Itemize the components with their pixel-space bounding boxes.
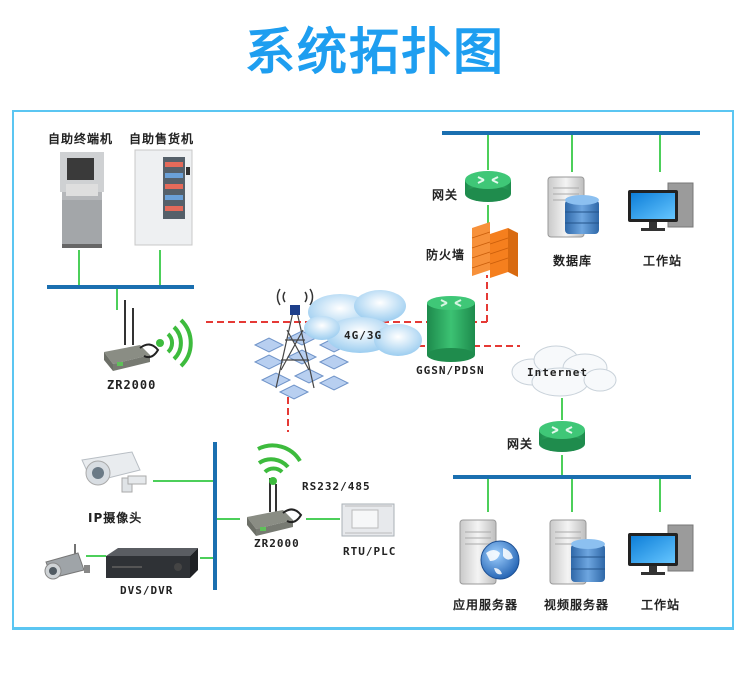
rtu-plc-icon [341, 503, 395, 537]
label-workstation-top: 工作站 [643, 254, 683, 268]
label-workstation-bottom: 工作站 [641, 598, 681, 612]
label-router-top: ZR2000 [107, 378, 157, 392]
gateway-router-bottom-icon [539, 421, 585, 452]
label-ggsn: GGSN/PDSN [416, 364, 485, 377]
label-database: 数据库 [553, 254, 593, 268]
video-server-icon [549, 519, 605, 585]
label-app-server: 应用服务器 [453, 598, 519, 612]
label-self-service-terminal: 自助终端机 [48, 132, 114, 146]
label-ip-camera: IP摄像头 [88, 511, 143, 525]
diagram-frame [12, 110, 734, 630]
analog-camera-icon [44, 544, 90, 580]
ggsn-router-icon [427, 296, 475, 362]
workstation-bottom-icon [628, 524, 694, 575]
page-title: 系统拓扑图 [245, 23, 505, 81]
label-router-bottom: ZR2000 [254, 537, 300, 550]
label-internet: Internet [527, 366, 588, 379]
label-gateway-top: 网关 [432, 188, 459, 202]
ip-camera-icon [81, 451, 147, 493]
network-bus-bottom-right [453, 475, 691, 479]
self-service-terminal-icon [60, 152, 104, 248]
dvr-device-icon [106, 548, 198, 578]
label-mobile-network: 4G/3G [344, 329, 383, 342]
label-video-server: 视频服务器 [544, 598, 610, 612]
label-serial-link: RS232/485 [302, 480, 371, 493]
label-vending-machine: 自助售货机 [129, 132, 195, 146]
gateway-router-top-icon [465, 171, 511, 202]
wireless-signal-bottom-icon [257, 443, 302, 485]
wired-links [78, 135, 661, 559]
internet-cloud-icon [511, 345, 617, 397]
application-server-icon [459, 519, 520, 585]
label-firewall: 防火墙 [426, 248, 466, 262]
wireless-signal-icon [156, 318, 193, 368]
network-bus-vertical-left [213, 442, 217, 590]
label-gateway-bottom: 网关 [507, 437, 534, 451]
router-zr2000-icon [104, 300, 160, 371]
mobile-network-cloud-icon [304, 290, 422, 356]
label-rtu-plc: RTU/PLC [343, 545, 397, 558]
label-dvs-dvr: DVS/DVR [120, 584, 174, 597]
firewall-icon [471, 222, 518, 278]
network-bus-top-right [442, 131, 700, 135]
network-bus-top-left [47, 285, 194, 289]
router-zr2000-bottom-icon [247, 478, 303, 536]
workstation-top-icon [628, 182, 694, 231]
database-server-icon [547, 176, 599, 238]
vending-machine-icon [134, 149, 193, 246]
